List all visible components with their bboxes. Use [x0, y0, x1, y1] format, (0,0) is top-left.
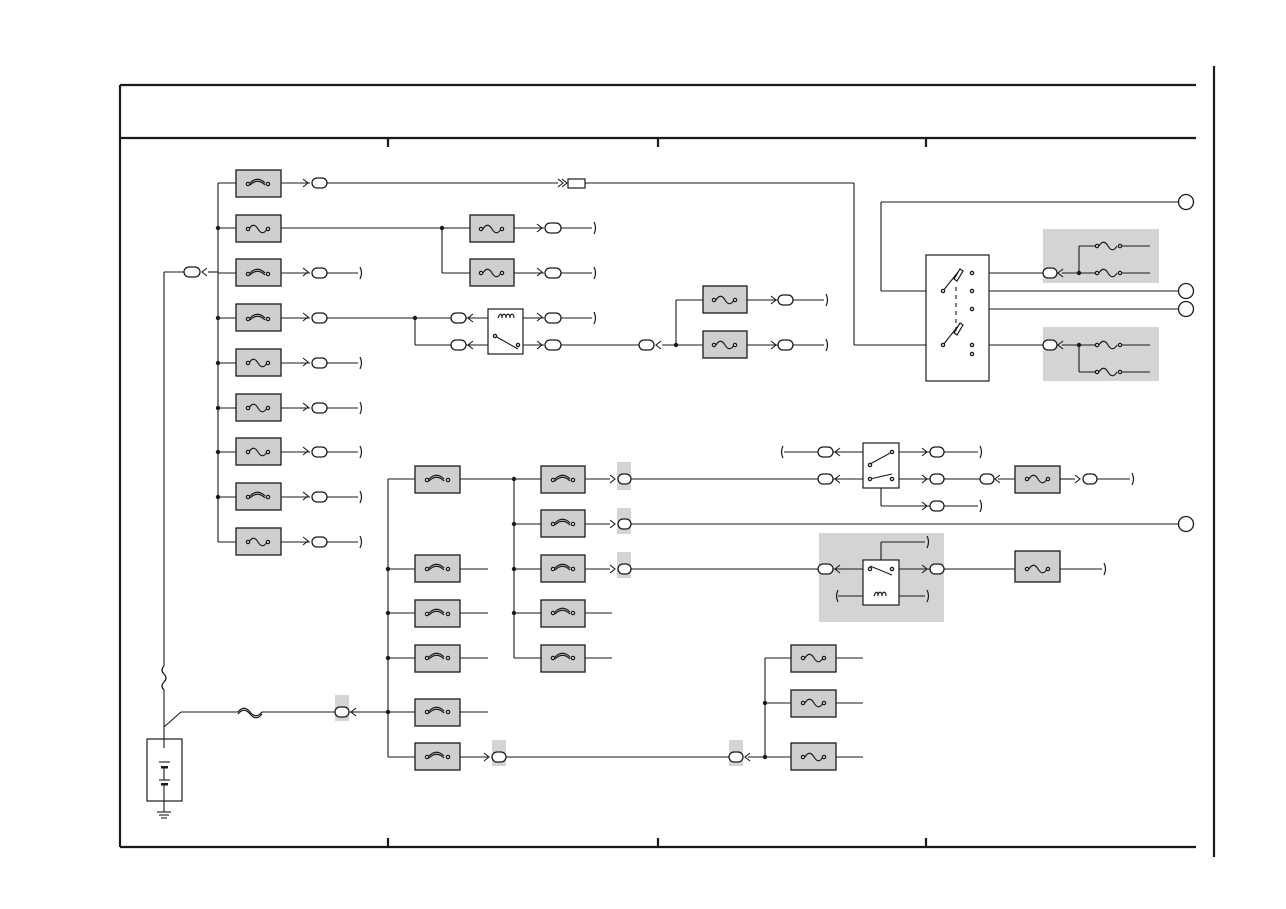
connector: [921, 473, 945, 485]
fuse-block: [414, 599, 461, 628]
connector: [817, 446, 841, 458]
connector: [770, 339, 794, 351]
fuse-block: [235, 303, 282, 332]
fuse-block: [414, 742, 461, 771]
fuse-block: [540, 554, 586, 583]
ignition-switch: [925, 254, 990, 382]
relay-upper-left: [487, 308, 524, 355]
fuse-block: [235, 482, 282, 511]
connector: [609, 563, 632, 575]
connector: [536, 222, 562, 234]
connector: [609, 518, 632, 530]
connector: [302, 446, 328, 458]
fuse-block: [235, 348, 282, 377]
connector: [302, 312, 328, 324]
connector: [536, 267, 562, 279]
connector: [609, 473, 632, 485]
fuse-block: [469, 214, 515, 243]
connector: [728, 751, 751, 763]
connector: [921, 500, 945, 512]
fuse-block: [790, 689, 837, 718]
connector: [1074, 473, 1098, 485]
connector: [921, 563, 945, 575]
fuse-block: [235, 258, 282, 287]
connector: [450, 339, 474, 351]
connector: [302, 536, 328, 548]
fuse-block: [702, 285, 748, 314]
fuse-symbol: [1094, 268, 1123, 278]
connector: [817, 473, 841, 485]
fuse-block: [540, 599, 586, 628]
ground-symbol: [157, 801, 171, 819]
splice-points: [215, 225, 1082, 760]
relay-right: [862, 442, 900, 489]
fuse-block: [540, 465, 586, 494]
fuse-block: [414, 554, 461, 583]
fuse-block: [235, 393, 282, 422]
connector: [302, 177, 328, 189]
fuse-symbol: [1094, 367, 1123, 377]
fuse-block: [235, 437, 282, 466]
connector: [450, 312, 474, 324]
diagram-frame: [118, 66, 1216, 857]
fuse-block: [235, 169, 282, 198]
fuse-block: [540, 644, 586, 673]
connector: [536, 312, 562, 324]
fuse-block: [702, 330, 748, 359]
connector: [638, 339, 662, 351]
connector: [334, 706, 357, 718]
connector: [302, 402, 328, 414]
fuse-block: [469, 258, 515, 287]
fuse-block: [1014, 465, 1061, 494]
connector: [302, 491, 328, 503]
off-page-circle: [1177, 193, 1195, 211]
connector: [302, 357, 328, 369]
battery: [146, 738, 183, 802]
fuse-block: [235, 527, 282, 556]
relay-shaded: [862, 559, 900, 606]
off-page-circle: [1177, 282, 1195, 300]
fuse-block: [1014, 550, 1061, 583]
fuse-block: [540, 509, 586, 538]
fuse-block: [235, 214, 282, 243]
off-page-references: [1177, 193, 1195, 533]
fuse-symbol: [1094, 340, 1123, 350]
fuse-block: [414, 644, 461, 673]
fuse-block: [790, 742, 837, 771]
fuse-block: [790, 644, 837, 673]
battery-main-feed: [161, 271, 335, 739]
off-page-circle: [1177, 300, 1195, 318]
connector: [1042, 267, 1064, 279]
fuse-block: [414, 698, 461, 727]
connector: [483, 751, 507, 763]
off-page-circle: [1177, 515, 1195, 533]
connector: [302, 267, 328, 279]
connectors: [183, 177, 1098, 763]
wire-continuation-marks: [359, 221, 1135, 603]
connector: [536, 339, 562, 351]
connector: [817, 563, 841, 575]
fuse-symbol: [1094, 241, 1123, 251]
fuse-blocks: [235, 169, 1123, 771]
connector: [921, 446, 945, 458]
connector: [979, 473, 1001, 485]
fuse-block: [414, 465, 461, 494]
connector: [1042, 339, 1064, 351]
wiring: [208, 182, 1179, 758]
connector: [770, 294, 794, 306]
